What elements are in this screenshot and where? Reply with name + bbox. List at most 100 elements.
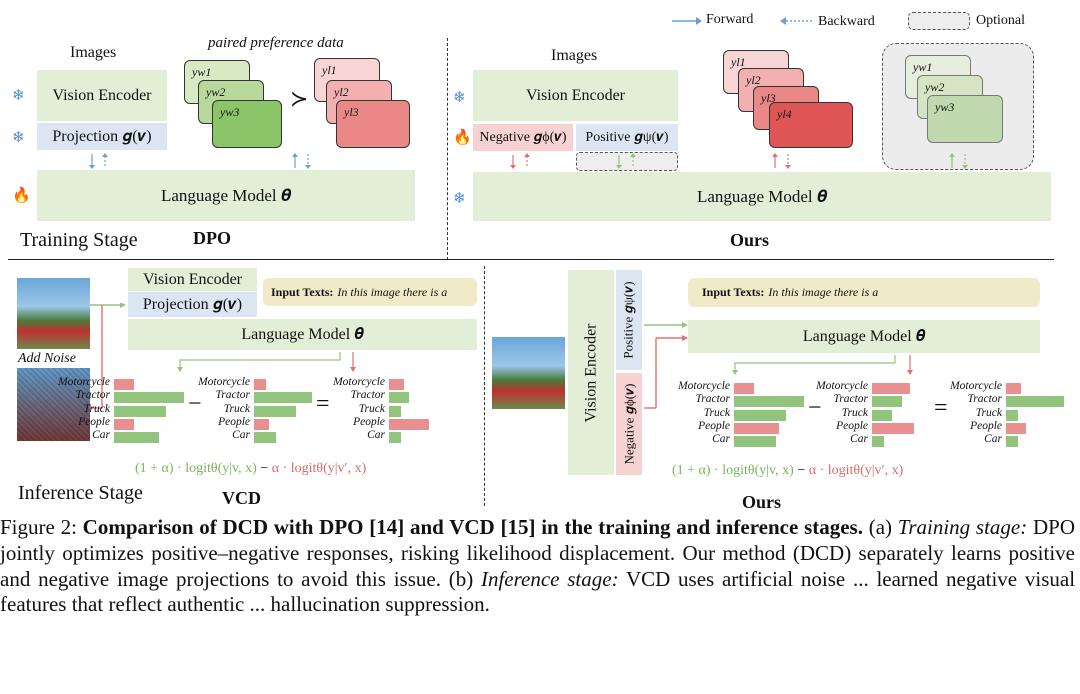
tractor-image: [17, 278, 90, 349]
bar-label-people: People: [836, 419, 868, 432]
logit-bar: [872, 383, 910, 394]
bar-label-tractor: Tractor: [215, 389, 250, 402]
bar-label-tractor: Tractor: [833, 393, 868, 406]
ours-arrows: [510, 153, 968, 169]
figure-caption: Figure 2: Comparison of DCD with DPO [14…: [0, 515, 1075, 618]
caption-part-a-head: Training stage:: [897, 515, 1028, 539]
ours-positive-projection: Positive 𝒈ψ(𝒗): [616, 270, 642, 370]
negative-card: yl4: [769, 102, 853, 148]
vcd-language-model: Language Model 𝜽: [128, 319, 477, 350]
bar-label-truck: Truck: [703, 406, 730, 419]
logit-bar: [389, 392, 409, 404]
bar-label-tractor: Tractor: [967, 393, 1002, 406]
optional-card: yw3: [927, 95, 1003, 143]
logit-bar: [734, 383, 754, 394]
bar-label-people: People: [78, 415, 110, 428]
caption-part-b-head: Inference stage:: [480, 566, 619, 591]
logit-bar: [734, 409, 786, 421]
ours-images-label: Images: [551, 47, 598, 64]
logit-bar: [254, 379, 266, 390]
preferred-card: yw3: [212, 100, 282, 148]
bar-label-tractor: Tractor: [75, 389, 110, 402]
ours-training-title: Ours: [730, 230, 770, 250]
rejected-card: yl3: [336, 100, 410, 148]
bar-label-people: People: [218, 415, 250, 428]
formula-minus: −: [797, 463, 806, 478]
caption-part-b-text: VCD uses artificial noise ... learned ne…: [0, 566, 1076, 617]
optional-positive-path: [576, 152, 678, 171]
bar-label-car: Car: [92, 429, 110, 442]
bar-label-tractor: Tractor: [695, 393, 730, 406]
ours-negative-projection-label: Negative 𝒈ϕ(𝒗): [621, 383, 636, 465]
ours-negative-projection: Negative 𝒈ϕ(𝒗): [616, 373, 642, 475]
stage-separator: [8, 259, 1054, 260]
bar-label-motorcycle: Motorcycle: [678, 380, 730, 392]
logit-bar: [254, 405, 296, 417]
logit-bar: [114, 392, 184, 404]
logit-bar: [1006, 396, 1064, 408]
logit-bar: [254, 418, 269, 430]
caption-part-b-label: (b): [448, 566, 474, 591]
frozen-icon: ❄: [453, 90, 466, 106]
bar-label-truck: Truck: [841, 406, 868, 419]
bar-label-truck: Truck: [358, 402, 385, 415]
logit-bar: [389, 432, 401, 444]
logit-bar: [389, 418, 429, 430]
bar-label-people: People: [353, 415, 385, 428]
paired-preference-label: paired preference data: [208, 35, 344, 51]
vcd-projection: Projection 𝒈(𝒗): [128, 292, 257, 317]
inference-separator: [484, 266, 485, 506]
logit-bar: [114, 418, 134, 430]
caption-title: Comparison of DCD with DPO [14] and VCD …: [82, 515, 863, 539]
training-stage-label: Training Stage: [20, 229, 138, 251]
logit-bar: [1006, 436, 1018, 448]
dpo-arrows: [89, 153, 311, 169]
bar-label-truck: Truck: [83, 402, 110, 415]
forward-arrow-icon: [672, 17, 702, 25]
legend-forward: Forward: [706, 12, 754, 27]
trainable-icon: 🔥: [12, 188, 31, 204]
bar-label-people: People: [698, 419, 730, 432]
ours-positive-projection: Positive 𝒈ψ(𝒗): [576, 124, 678, 151]
formula-negative-term: α · logitθ(y|v′, x): [808, 463, 904, 478]
bar-label-tractor: Tractor: [350, 389, 385, 402]
vcd-input-arrows: [90, 303, 126, 409]
ours-negative-projection: Negative 𝒈ϕ(𝒗): [473, 124, 573, 151]
logit-bar: [734, 436, 776, 448]
frozen-icon: ❄: [12, 88, 25, 104]
bar-label-truck: Truck: [975, 406, 1002, 419]
ours-output-arrows: [732, 355, 913, 375]
logit-bar: [389, 405, 401, 417]
vcd-output-arrows: [177, 352, 356, 372]
minus-sign: −: [188, 391, 202, 417]
dpo-vision-encoder: Vision Encoder: [37, 70, 167, 121]
ours-vision-encoder-vertical: Vision Encoder: [568, 270, 614, 475]
bar-label-motorcycle: Motorcycle: [950, 380, 1002, 392]
caption-figure-label: Figure 2:: [0, 515, 77, 539]
bar-label-motorcycle: Motorcycle: [333, 376, 385, 388]
logit-bar: [1006, 409, 1018, 421]
input-texts-label: Input Texts:: [702, 285, 765, 299]
formula-minus: −: [260, 461, 269, 476]
bar-label-car: Car: [850, 433, 868, 446]
vcd-input-texts: Input Texts: In this image there is a: [263, 278, 477, 306]
equals-sign: =: [316, 391, 330, 417]
logit-bar: [734, 422, 779, 434]
input-texts-value: In this image there is a: [337, 284, 448, 299]
prefer-symbol: ≻: [290, 86, 309, 111]
legend-optional: Optional: [976, 13, 1025, 28]
vcd-vision-encoder: Vision Encoder: [128, 268, 257, 291]
bar-label-car: Car: [232, 429, 250, 442]
formula-negative-term: α · logitθ(y|v′, x): [271, 461, 367, 476]
ours-input-arrows: [644, 322, 688, 409]
formula-positive-term: (1 + α) · logitθ(y|v, x): [135, 461, 257, 476]
ours-vision-encoder: Vision Encoder: [473, 70, 678, 121]
logit-bar: [114, 405, 166, 417]
trainable-icon: 🔥: [453, 130, 472, 146]
ours-inference-title: Ours: [742, 492, 782, 512]
ours-language-model: Language Model 𝜽: [688, 320, 1040, 353]
add-noise-label: Add Noise: [18, 351, 76, 366]
input-texts-value: In this image there is a: [768, 285, 879, 299]
logit-bar: [254, 432, 276, 444]
legend-optional-box: [908, 12, 970, 30]
